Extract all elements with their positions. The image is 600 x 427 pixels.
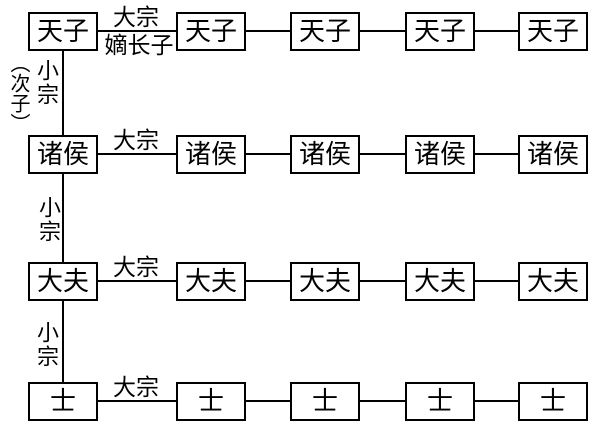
box-zhuhou-5: 诸侯 bbox=[518, 135, 588, 174]
connector-line bbox=[360, 400, 405, 402]
box-zhuhou-4: 诸侯 bbox=[405, 135, 475, 174]
box-zhuhou-1: 诸侯 bbox=[28, 135, 98, 174]
box-tianzi-3: 天子 bbox=[290, 12, 360, 51]
connector-line bbox=[62, 301, 64, 382]
connector-line bbox=[246, 400, 290, 402]
dazong-label-row2: 大宗 bbox=[113, 128, 159, 153]
box-dafu-5: 大夫 bbox=[518, 262, 588, 301]
box-dafu-2: 大夫 bbox=[176, 262, 246, 301]
connector-line bbox=[475, 153, 518, 155]
box-zhuhou-3: 诸侯 bbox=[290, 135, 360, 174]
box-shi-3: 士 bbox=[290, 382, 360, 421]
xiaozong-label-1: 小宗 bbox=[34, 59, 59, 107]
connector-line bbox=[62, 174, 64, 262]
dazong-label-row4: 大宗 bbox=[113, 375, 159, 400]
connector-line bbox=[475, 400, 518, 402]
box-shi-4: 士 bbox=[405, 382, 475, 421]
connector-line bbox=[360, 153, 405, 155]
box-dafu-1: 大夫 bbox=[28, 262, 98, 301]
box-zhuhou-2: 诸侯 bbox=[176, 135, 246, 174]
connector-line bbox=[98, 280, 176, 282]
connector-line bbox=[98, 30, 176, 32]
connector-line bbox=[246, 280, 290, 282]
dazong-label-row1: 大宗 bbox=[113, 5, 159, 30]
connector-line bbox=[246, 153, 290, 155]
cizi-note-label: （次子） bbox=[7, 53, 29, 133]
box-tianzi-4: 天子 bbox=[405, 12, 475, 51]
connector-line bbox=[475, 280, 518, 282]
connector-line bbox=[360, 30, 405, 32]
box-shi-1: 士 bbox=[28, 382, 98, 421]
box-shi-5: 士 bbox=[518, 382, 588, 421]
xiaozong-label-3: 小宗 bbox=[34, 321, 59, 369]
box-dafu-3: 大夫 bbox=[290, 262, 360, 301]
box-tianzi-2: 天子 bbox=[176, 12, 246, 51]
dizhangzi-label: 嫡长子 bbox=[104, 33, 174, 58]
box-tianzi-5: 天子 bbox=[518, 12, 588, 51]
box-shi-2: 士 bbox=[176, 382, 246, 421]
connector-line bbox=[62, 51, 64, 135]
box-dafu-4: 大夫 bbox=[405, 262, 475, 301]
connector-line bbox=[98, 400, 176, 402]
connector-line bbox=[360, 280, 405, 282]
dazong-label-row3: 大宗 bbox=[113, 255, 159, 280]
xiaozong-label-2: 小宗 bbox=[36, 196, 61, 244]
connector-line bbox=[98, 153, 176, 155]
connector-line bbox=[475, 30, 518, 32]
box-tianzi-1: 天子 bbox=[28, 12, 98, 51]
connector-line bbox=[246, 30, 290, 32]
